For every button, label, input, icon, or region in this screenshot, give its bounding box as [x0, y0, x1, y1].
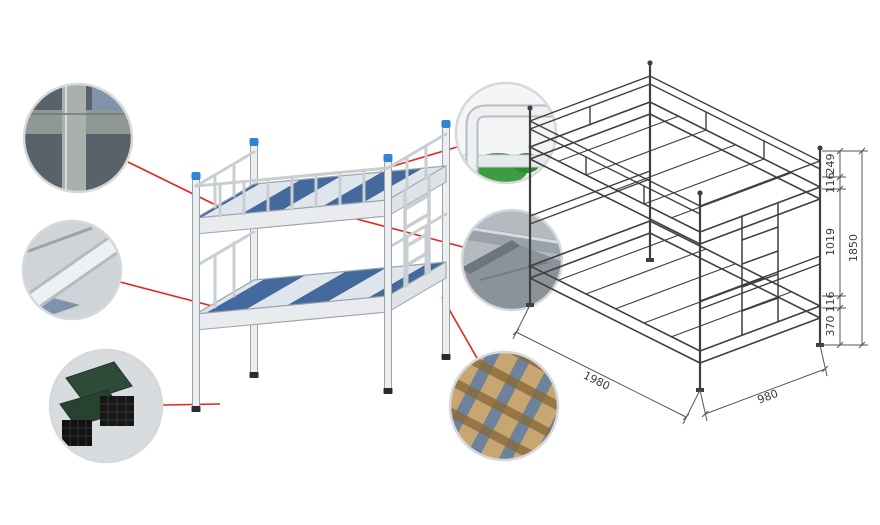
post-front-left: [192, 177, 200, 411]
bunk-bed-photo: [191, 120, 451, 412]
foot-cube-a: [100, 396, 134, 426]
wireframe-guardrails: [529, 75, 821, 310]
callout-plastic-feet: [48, 348, 164, 464]
post-finials: [526, 60, 824, 392]
dimension-annotations: [512, 147, 868, 425]
ladder: [403, 174, 431, 288]
leader-line-side-rail: [119, 281, 217, 308]
wireframe-ladder: [741, 202, 779, 336]
post-back-right: [442, 125, 450, 359]
dim-overall-height: 1850: [847, 234, 860, 262]
callout-ring: [448, 350, 560, 462]
callout-deck-bracket: [460, 208, 564, 312]
length-dimension-line: [515, 331, 687, 418]
callout-side-rail-board: [21, 219, 123, 321]
post-caps: [191, 120, 451, 180]
upper-bunk-frame: [528, 101, 822, 245]
callout-ring: [22, 82, 134, 194]
callout-ring: [454, 81, 558, 185]
dim-guardrail-height: 249: [824, 154, 837, 175]
lower-bunk-frame: [528, 220, 822, 364]
post-back-left: [250, 143, 258, 377]
callout-frame-corner-joint: [22, 82, 134, 194]
dim-lower-bed-height: 370: [824, 316, 837, 337]
dim-lower-frame-depth: 116: [824, 292, 837, 313]
callout-ring: [460, 208, 564, 312]
width-dimension-line: [704, 368, 826, 415]
foot-cube-b: [62, 420, 92, 446]
callout-guardrail-tube: [454, 81, 558, 185]
chain-ticks: [836, 147, 844, 349]
post-front-right: [384, 159, 392, 393]
callout-board-texture: [448, 350, 560, 462]
leader-line-feet: [162, 403, 221, 406]
callout-ring: [21, 219, 123, 321]
callout-ring: [48, 348, 164, 464]
wireframe-drawing: [526, 60, 824, 392]
upper-guardrails: [194, 132, 448, 218]
dim-overall-width: 980: [756, 387, 780, 407]
dim-bunk-clearance: 1019: [824, 228, 837, 256]
dimension-labels: 249 116 1019 1850 116 370 1980 980: [581, 154, 860, 407]
post-feet: [191, 354, 451, 412]
dim-upper-frame-depth: 116: [824, 173, 837, 194]
lower-end-rails: [194, 212, 448, 309]
